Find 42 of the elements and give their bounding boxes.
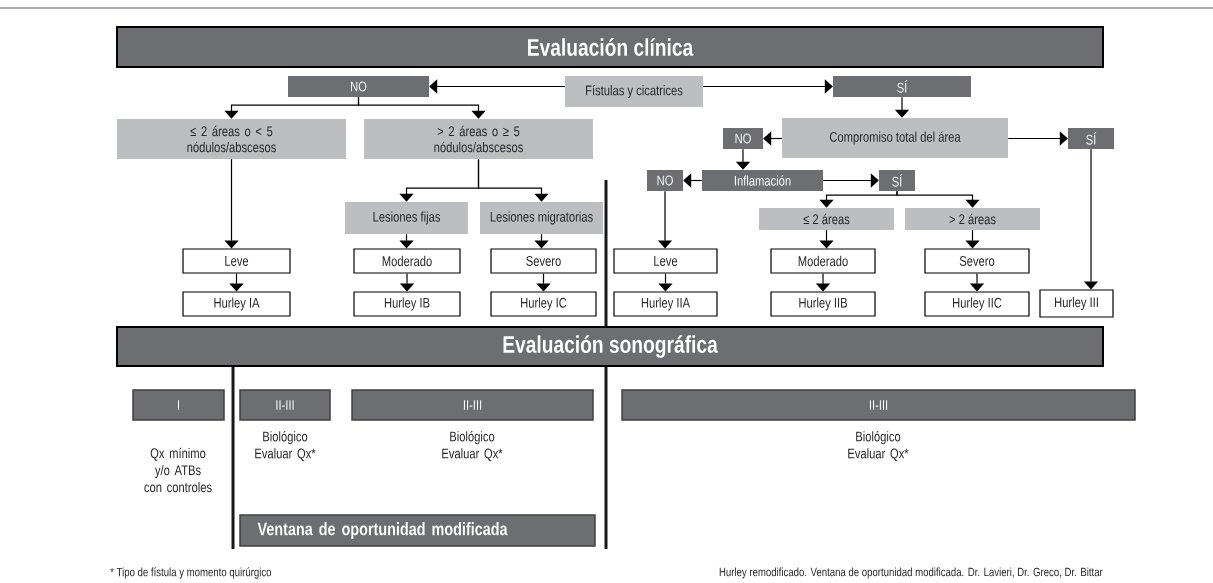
answer-box: SÍ [833, 76, 971, 97]
grade-bar: II-III [239, 389, 331, 421]
criterion-box: > 2 áreas [905, 208, 1040, 230]
stage-box: Moderado [770, 248, 876, 274]
stage-box: Hurley IB [353, 291, 461, 317]
stage-box: Hurley III [1039, 289, 1114, 318]
criterion-box: ≤ 2 áreas o < 5 nódulos/abscesos [117, 119, 346, 159]
header-band: Evaluación clínica [116, 26, 1104, 68]
arrow [357, 96, 486, 119]
criterion-box: > 2 áreas o ≥ 5 nódulos/abscesos [364, 119, 593, 159]
answer-box: SÍ [879, 170, 915, 191]
treatment-text: Biológico Evaluar Qx* [255, 431, 316, 461]
window-bar: Ventana de oportunidad modificada [239, 514, 596, 547]
arrow [477, 158, 549, 202]
answer-box: NO [288, 76, 429, 97]
grade-bar: I [132, 389, 225, 421]
answer-box: NO [647, 170, 683, 191]
stage-box: Leve [613, 248, 718, 274]
stage-box: Moderado [353, 248, 461, 274]
arrow [896, 190, 980, 208]
treatment-text: Qx mínimo y/o ATBs con controles [144, 447, 212, 493]
answer-box: SÍ [1068, 128, 1114, 149]
criterion-box: Lesiones migratorias [480, 202, 603, 234]
source-note: Hurley remodificado. Ventana de oportunidad modificada. Dr. Lavieri, Dr. Greco, Dr. Bittar [719, 567, 1103, 579]
stage-box: Hurley IIC [924, 291, 1030, 317]
header-band: Evaluación sonográfica [116, 326, 1104, 367]
grade-bar: II-III [351, 389, 594, 421]
stage-box: Hurley IA [182, 291, 291, 317]
criterion-box: ≤ 2 áreas [759, 208, 894, 230]
stage-box: Leve [182, 248, 291, 274]
stage-box: Hurley IIA [613, 291, 718, 317]
stage-box: Severo [924, 248, 1030, 274]
answer-box: NO [723, 128, 763, 149]
footnote: * Tipo de fístula y momento quirúrgico [110, 567, 272, 579]
stage-box: Hurley IIB [770, 291, 876, 317]
stage-box: Severo [490, 248, 597, 274]
stage-box: Hurley IC [490, 291, 597, 317]
criterion-box: Compromiso total del área [782, 118, 1008, 158]
criterion-box: Lesiones fijas [345, 202, 468, 234]
criterion-box: Fístulas y cicatrices [565, 76, 703, 107]
answer-box: Inflamación [702, 170, 823, 191]
grade-bar: II-III [621, 389, 1136, 421]
